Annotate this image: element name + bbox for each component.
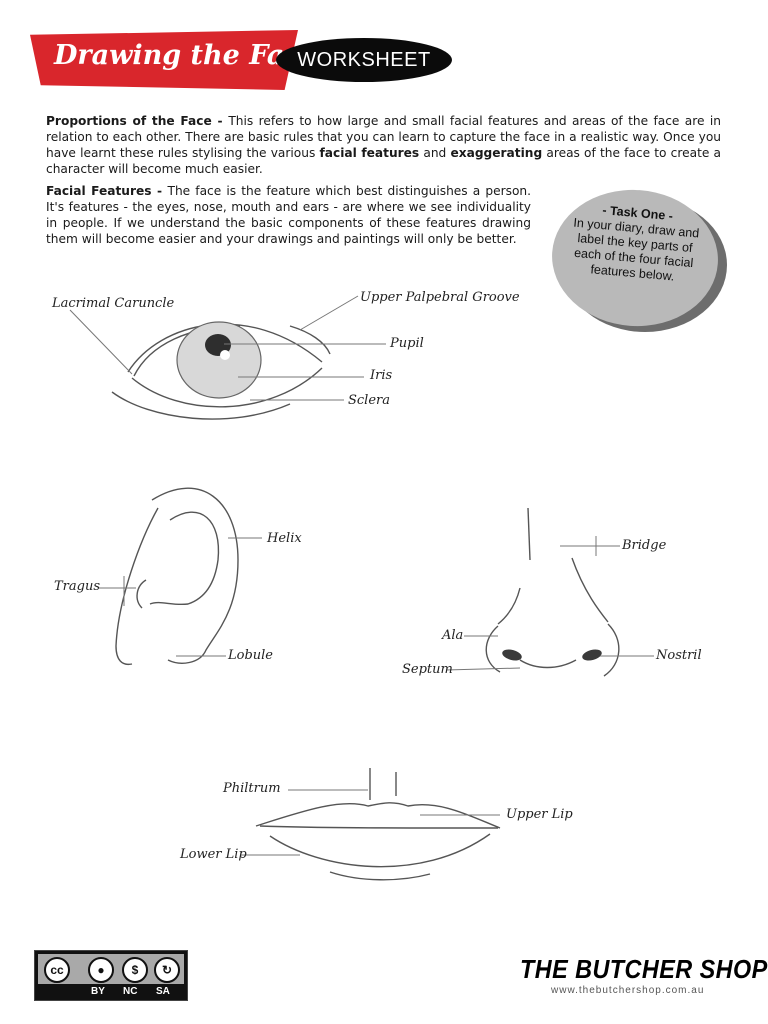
label-iris: Iris xyxy=(370,368,393,383)
proportions-text-2: and xyxy=(419,146,451,160)
features-paragraph: Facial Features - The face is the featur… xyxy=(46,183,531,247)
proportions-bold-1: facial features xyxy=(319,146,420,160)
proportions-heading: Proportions of the Face - xyxy=(46,114,229,128)
ear-sketch xyxy=(98,487,262,666)
license-tag-sa: SA xyxy=(156,986,170,997)
label-nostril: Nostril xyxy=(656,648,702,663)
label-upper-lip: Upper Lip xyxy=(506,807,573,822)
label-lobule: Lobule xyxy=(228,648,274,663)
label-bridge: Bridge xyxy=(622,538,667,553)
label-lacrimal-caruncle: Lacrimal Caruncle xyxy=(52,296,175,311)
cc-icon-strip: cc ● $ ↻ xyxy=(38,954,184,984)
label-septum: Septum xyxy=(402,662,453,677)
share-alike-icon: ↻ xyxy=(154,957,180,983)
brand-logo: THE BUTCHER SHOP xyxy=(520,954,768,984)
label-ala: Ala xyxy=(442,628,464,643)
proportions-text-1: This refers to how large and small facia… xyxy=(46,114,721,160)
license-tag-by: BY xyxy=(91,986,105,997)
creative-commons-badge: cc ● $ ↻ BY NC SA xyxy=(34,950,188,1001)
label-pupil: Pupil xyxy=(390,336,424,351)
mouth-sketch xyxy=(240,768,501,881)
proportions-text-3: areas of the face to create a character … xyxy=(46,146,721,176)
label-sclera: Sclera xyxy=(348,393,391,408)
title-banner xyxy=(30,30,298,90)
proportions-bold-2: exaggerating xyxy=(450,146,543,160)
cc-icon: cc xyxy=(44,957,70,983)
label-tragus: Tragus xyxy=(54,579,101,594)
label-lower-lip: Lower Lip xyxy=(180,847,247,862)
non-commercial-icon: $ xyxy=(122,957,148,983)
features-heading: Facial Features - xyxy=(46,184,168,198)
label-upper-palpebral-groove: Upper Palpebral Groove xyxy=(360,290,520,305)
label-helix: Helix xyxy=(267,531,302,546)
label-philtrum: Philtrum xyxy=(223,781,281,796)
attribution-icon: ● xyxy=(88,957,114,983)
features-text: The face is the feature which best disti… xyxy=(46,184,531,246)
nose-sketch xyxy=(445,507,654,677)
proportions-paragraph: Proportions of the Face - This refers to… xyxy=(46,113,721,177)
worksheet-badge: WORKSHEET xyxy=(276,38,452,82)
page-title: Drawing the Face xyxy=(54,40,319,71)
brand-url: www.thebutchershop.com.au xyxy=(551,985,705,996)
license-tag-nc: NC xyxy=(123,986,138,997)
eye-sketch xyxy=(69,295,386,420)
